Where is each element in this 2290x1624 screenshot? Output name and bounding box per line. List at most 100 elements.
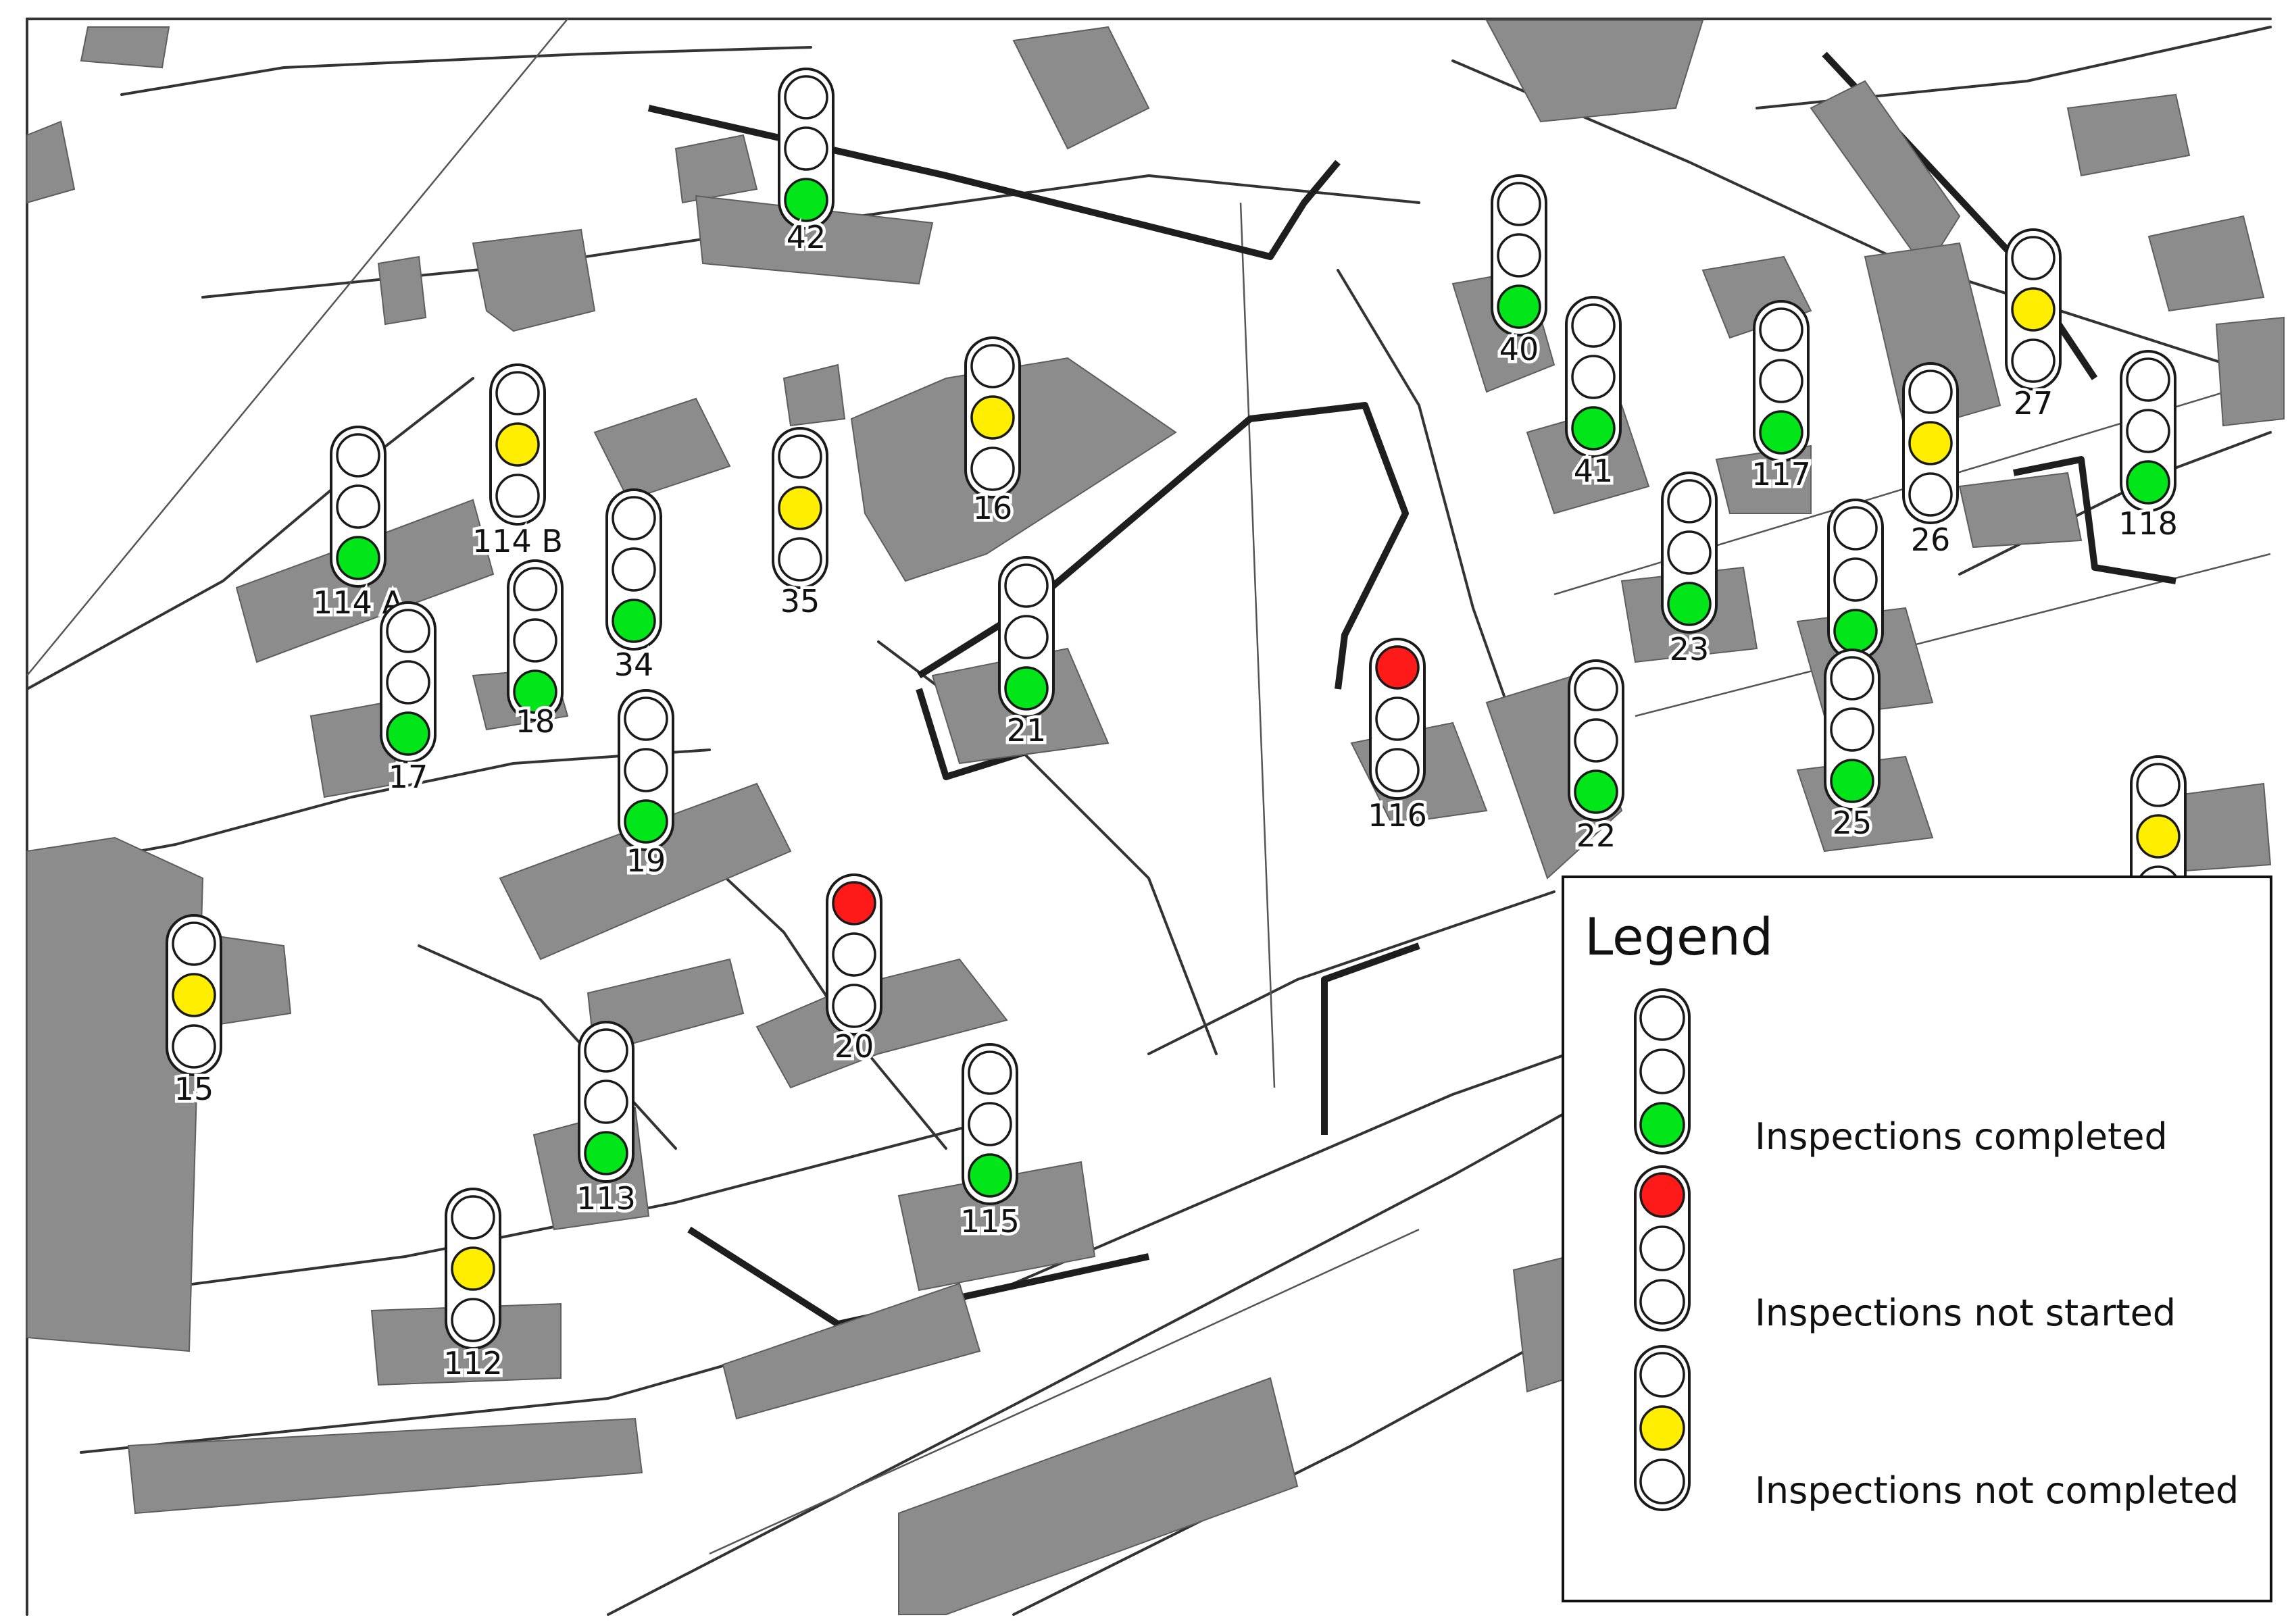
lamp-middle: [336, 484, 380, 529]
lamp-middle: [1759, 359, 1803, 403]
legend-lamp-middle: [1639, 1225, 1685, 1271]
lamp-bottom: [778, 537, 822, 582]
lamp-middle: [968, 1102, 1012, 1146]
lamp-middle: [1497, 233, 1541, 278]
lamp-middle: [2011, 287, 2056, 332]
lamp-middle: [495, 422, 540, 467]
legend-panel: Legend Inspections completed Inspections…: [1562, 876, 2272, 1602]
lamp-bottom: [1908, 472, 1953, 517]
lamp-bottom: [1759, 410, 1803, 455]
traffic-light-112[interactable]: 112: [441, 1188, 505, 1385]
legend-title: Legend: [1585, 907, 1774, 967]
lamp-bottom: [968, 1153, 1012, 1198]
lamp-bottom: [612, 599, 656, 643]
lamp-middle: [832, 932, 876, 977]
traffic-light-23[interactable]: 23: [1661, 472, 1718, 671]
lamp-bottom: [784, 178, 828, 222]
traffic-light-116[interactable]: 116: [1365, 638, 1430, 837]
lamp-middle: [970, 395, 1015, 440]
legend-label-not-completed: Inspections not completed: [1755, 1469, 2239, 1512]
building-label: 115: [960, 1203, 1020, 1240]
building-label: 18: [516, 703, 555, 740]
traffic-light-17[interactable]: 17: [380, 601, 437, 798]
lamp-middle: [2136, 814, 2181, 859]
building-label: 117: [1751, 456, 1811, 492]
traffic-light-113[interactable]: 113: [574, 1021, 639, 1220]
building-label: 40: [1499, 331, 1539, 367]
legend-lamp-middle: [1639, 1405, 1685, 1451]
building-label: 113: [576, 1180, 636, 1217]
traffic-light-118[interactable]: 118: [2116, 350, 2181, 545]
traffic-light-15[interactable]: 15: [166, 914, 222, 1111]
building-label: 26: [1911, 522, 1951, 558]
building-label: 15: [174, 1071, 214, 1107]
lamp-bottom: [1571, 406, 1616, 451]
building-label: 112: [443, 1345, 503, 1381]
traffic-light-117[interactable]: 117: [1749, 300, 1814, 496]
traffic-light-22[interactable]: 22: [1568, 659, 1624, 857]
lamp-bottom: [1574, 769, 1618, 814]
legend-lamp-top: [1639, 1352, 1685, 1398]
traffic-light-27[interactable]: 27: [2005, 228, 2062, 425]
lamp-bottom: [495, 474, 540, 518]
traffic-light-16[interactable]: 16: [964, 336, 1021, 530]
lamp-top: [513, 567, 557, 611]
traffic-light-26[interactable]: 26: [1902, 362, 1959, 561]
lamp-bottom: [1375, 748, 1420, 792]
lamp-middle: [1667, 530, 1712, 575]
lamp-top: [1833, 506, 1878, 551]
building-label: 41: [1574, 453, 1614, 489]
building-label: 19: [626, 842, 666, 879]
building-label: 114 A: [313, 584, 403, 621]
traffic-light-41[interactable]: 41: [1565, 296, 1622, 492]
lamp-middle: [612, 547, 656, 592]
building-label: 42: [787, 219, 826, 255]
lamp-top: [1571, 303, 1616, 348]
traffic-light-20[interactable]: 20: [826, 873, 882, 1068]
lamp-bottom: [2126, 460, 2170, 505]
lamp-bottom: [832, 984, 876, 1028]
lamp-top: [970, 344, 1015, 388]
lamp-middle: [778, 486, 822, 530]
traffic-light-18[interactable]: 18: [507, 559, 564, 743]
lamp-middle: [1833, 557, 1878, 602]
traffic-light-115[interactable]: 115: [957, 1043, 1022, 1243]
lamp-middle: [451, 1246, 495, 1291]
lamp-middle: [1004, 615, 1049, 659]
lamp-middle: [386, 660, 430, 705]
traffic-light-114-a[interactable]: 114 A: [310, 426, 407, 624]
traffic-light-35[interactable]: 35: [772, 427, 828, 623]
building-label: 114 B: [472, 523, 563, 559]
lamp-bottom: [513, 669, 557, 714]
lamp-middle: [1574, 718, 1618, 763]
lamp-top: [1004, 563, 1049, 608]
traffic-light-40[interactable]: 40: [1491, 174, 1547, 371]
traffic-light-19[interactable]: 19: [618, 689, 674, 882]
legend-label-not-started: Inspections not started: [1755, 1292, 2176, 1334]
lamp-middle: [2126, 409, 2170, 453]
lamp-middle: [784, 126, 828, 171]
lamp-top: [451, 1195, 495, 1240]
lamp-top: [1908, 370, 1953, 414]
lamp-top: [1759, 307, 1803, 352]
lamp-middle: [1571, 355, 1616, 399]
lamp-middle: [513, 618, 557, 663]
traffic-light-34[interactable]: 34: [605, 488, 662, 686]
lamp-top: [2011, 236, 2056, 280]
traffic-light-42[interactable]: 42: [778, 68, 835, 259]
lamp-middle: [1375, 696, 1420, 741]
legend-lamp-bottom: [1639, 1102, 1685, 1148]
traffic-light-114-b[interactable]: 114 B: [470, 363, 566, 563]
lamp-bottom: [624, 799, 668, 844]
legend-icon-completed: [1634, 988, 1691, 1154]
legend-lamp-top: [1639, 995, 1685, 1041]
lamp-top: [1667, 479, 1712, 524]
traffic-light-21[interactable]: 21: [998, 556, 1055, 752]
lamp-top: [1375, 645, 1420, 690]
lamp-top: [784, 75, 828, 120]
lamp-top: [172, 921, 216, 966]
building-label: 34: [614, 646, 654, 683]
traffic-light-25[interactable]: 25: [1824, 649, 1881, 844]
lamp-bottom: [451, 1298, 495, 1342]
building-label: 118: [2118, 505, 2178, 542]
